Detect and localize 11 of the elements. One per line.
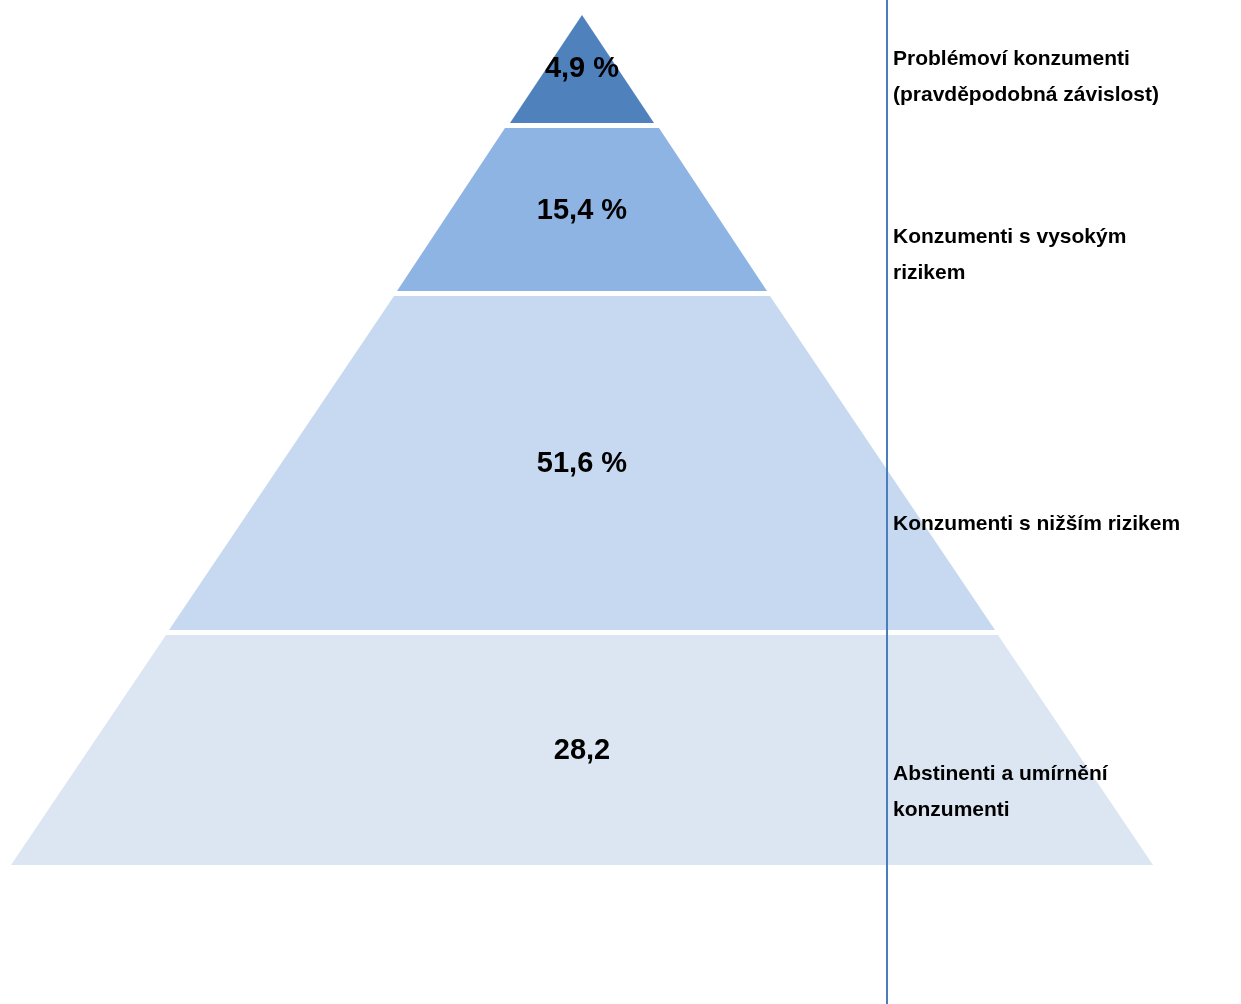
percentage-value: 28,2 — [553, 732, 611, 766]
percentage-value: 51,6 % — [536, 445, 628, 479]
percentage-value: 4,9 % — [544, 50, 620, 84]
pyramid-layer — [397, 128, 767, 291]
category-label: Konzumenti s nižším rizikem — [893, 510, 1182, 536]
percentage-value: 15,4 % — [536, 192, 628, 226]
pyramid-layer — [510, 15, 654, 123]
pyramid-layer — [11, 635, 1153, 865]
category-label: Problémoví konzumenti (pravděpodobná závislost) — [893, 45, 1161, 107]
category-label: Abstinenti a umírnění konzumenti — [893, 760, 1109, 822]
category-label: Konzumenti s vysokým rizikem — [893, 223, 1128, 285]
